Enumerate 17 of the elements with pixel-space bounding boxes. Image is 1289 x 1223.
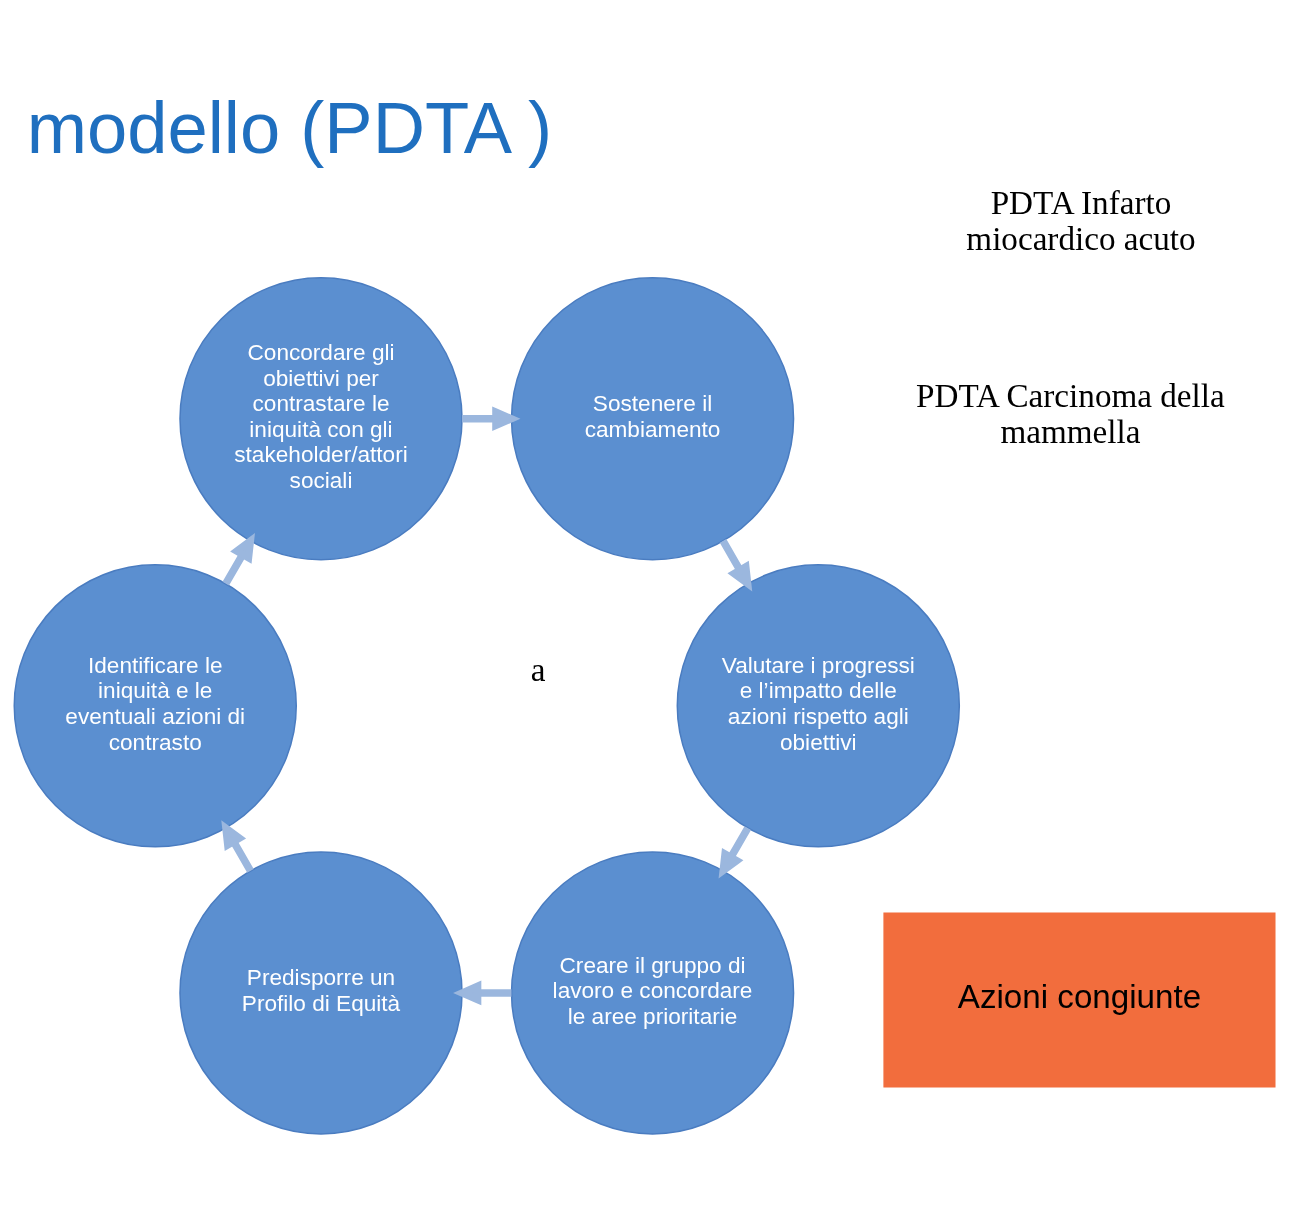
diagram-title: modello (PDTA ) <box>26 86 553 168</box>
node-circle: Concordare gli obiettivi per contrastare le iniquità con gli stakeholder/attori sociali <box>179 276 463 561</box>
label: a <box>530 651 546 689</box>
arrow <box>719 539 753 592</box>
node-circle: Sostenere il cambiamento <box>510 276 795 561</box>
label: PDTA Carcinoma della mammella <box>916 376 1225 450</box>
node-circle: Valutare i progressi e l’impatto delle azioni rispetto agli obiettivi <box>676 564 961 848</box>
node-circle: Identificare le iniquità e le eventuali azioni di contrasto <box>13 564 297 848</box>
arrow <box>222 533 255 586</box>
arrow <box>462 406 521 432</box>
node-circle: Creare il gruppo di lavoro e concordare le aree prioritarie <box>510 851 795 1135</box>
arrow <box>453 980 512 1006</box>
node-box: Azioni congiunte <box>883 912 1276 1088</box>
arrow <box>718 826 752 879</box>
arrow <box>221 820 254 873</box>
node-circle: Predisporre un Profilo di Equità <box>179 851 463 1135</box>
label: PDTA Infarto miocardico acuto <box>966 183 1196 257</box>
